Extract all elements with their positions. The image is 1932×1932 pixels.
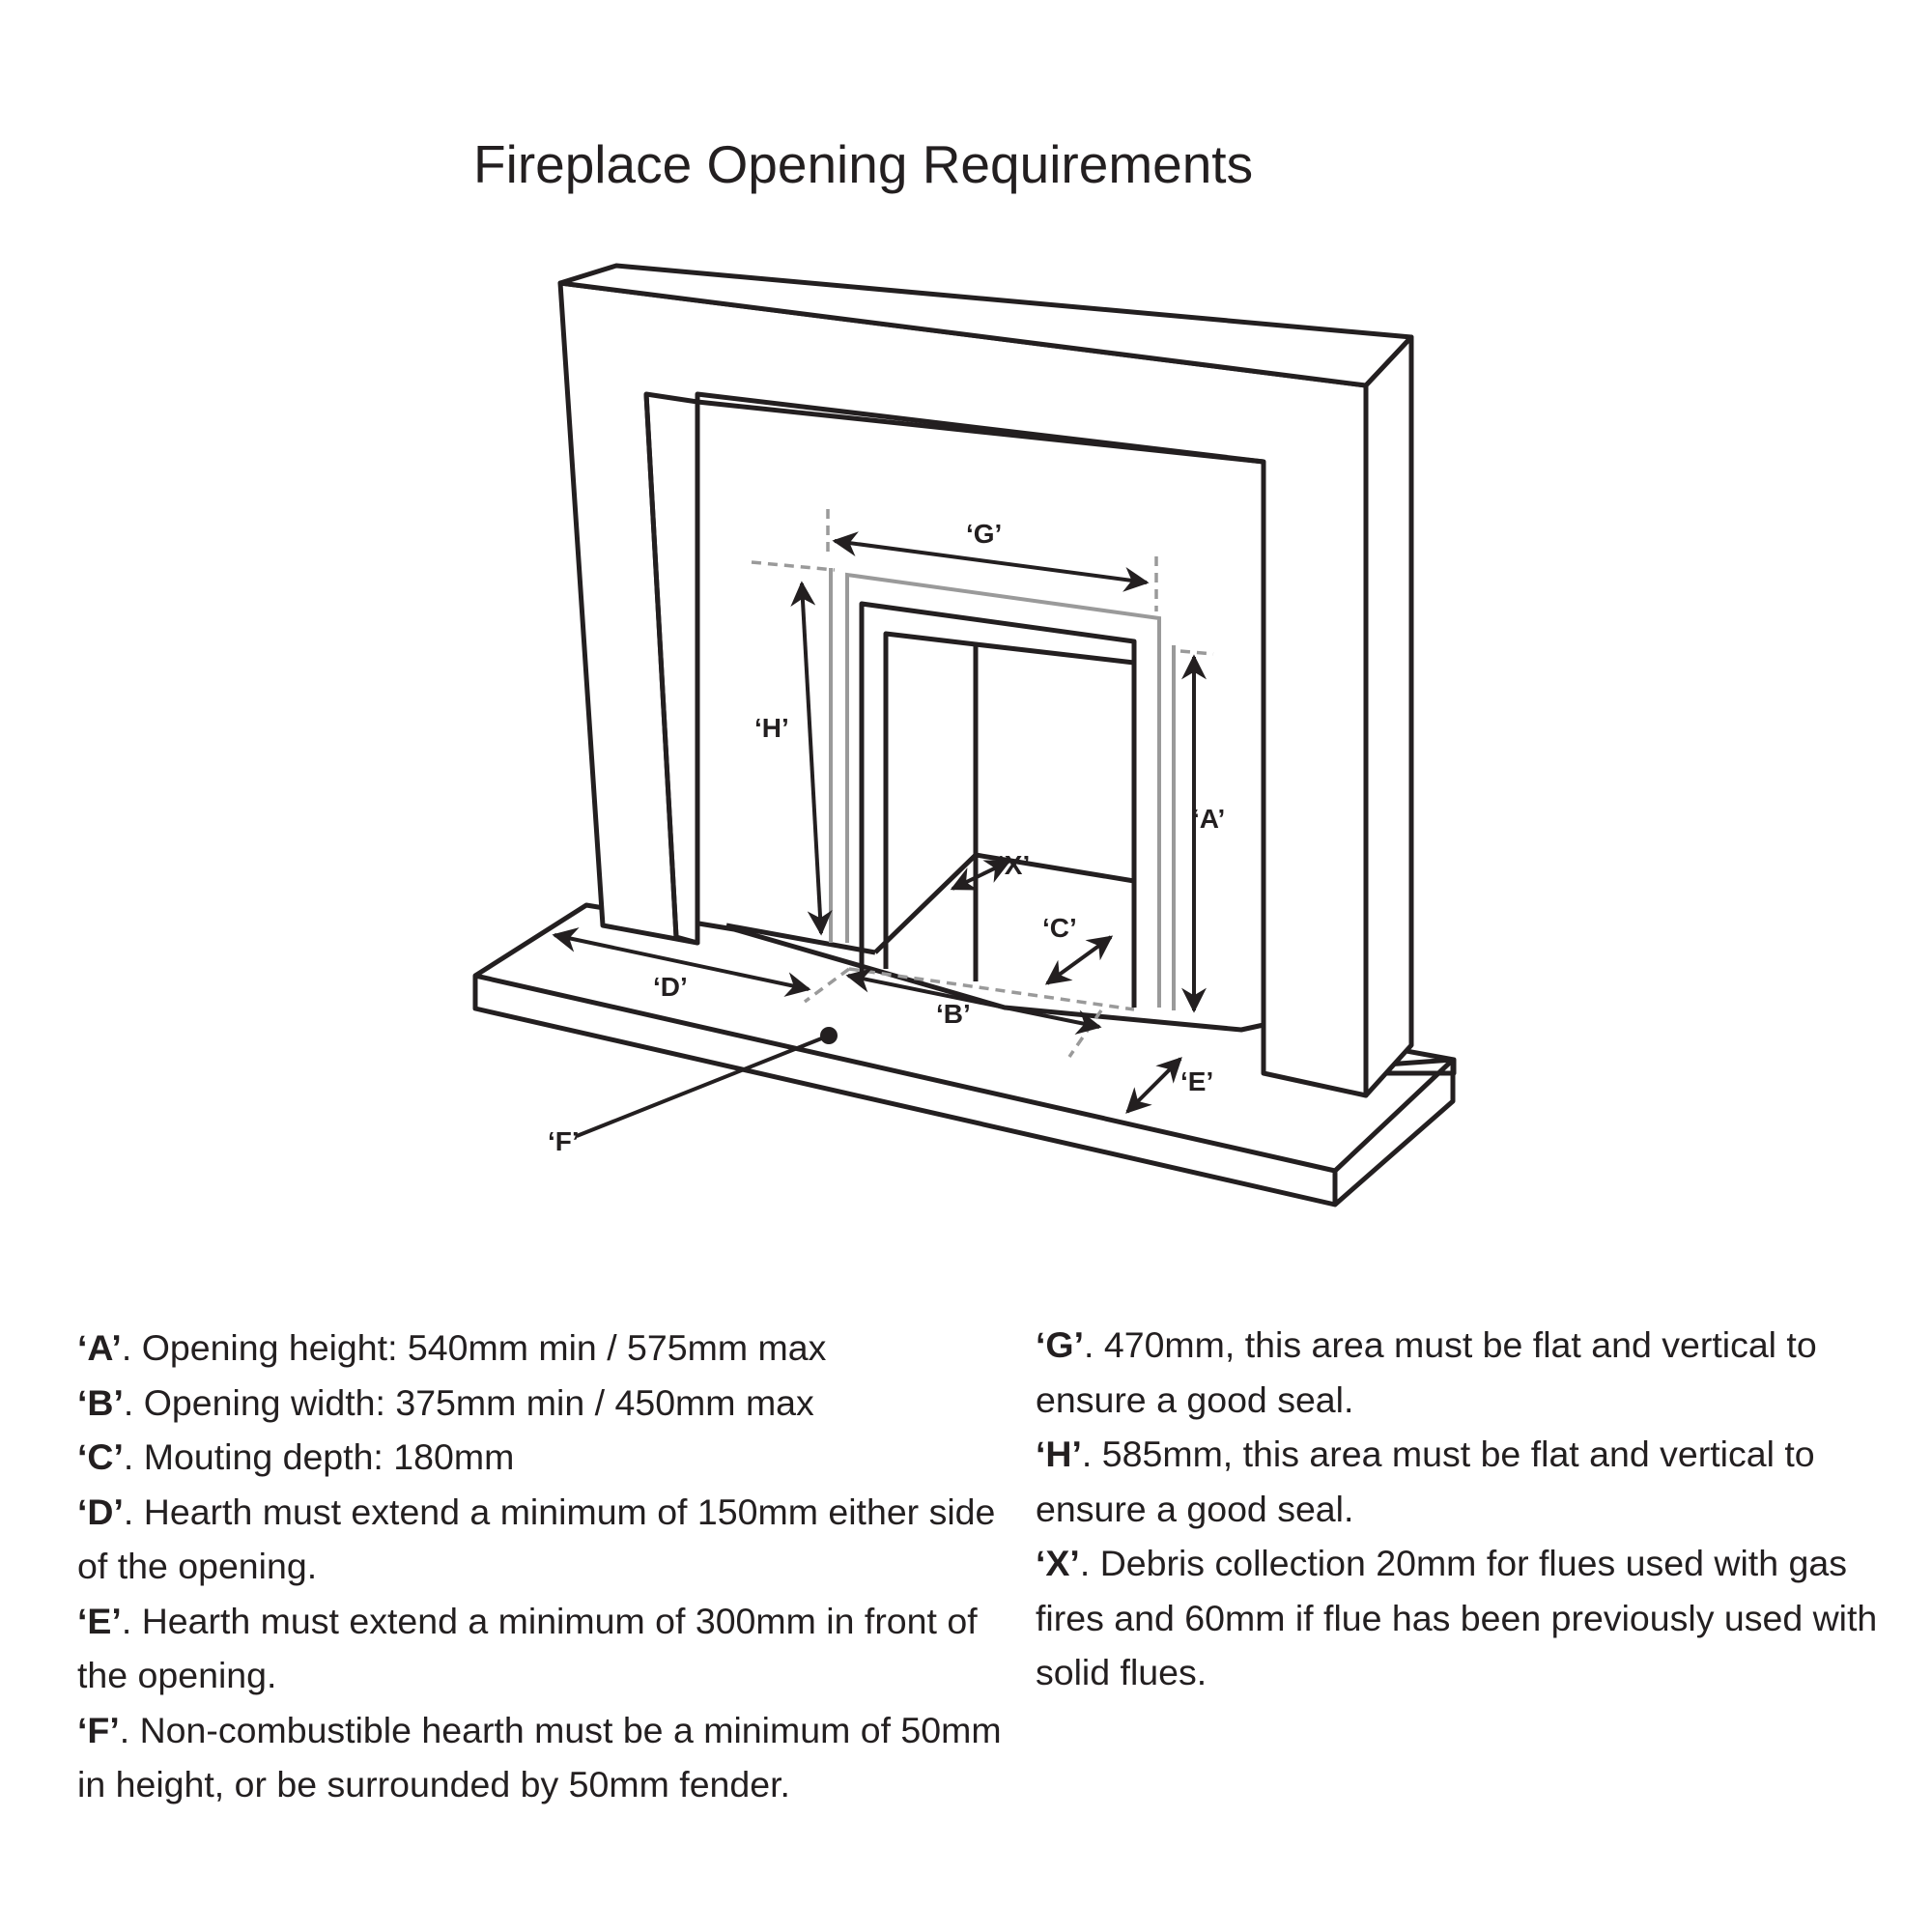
note-item: ‘D’. Hearth must extend a minimum of 150… — [77, 1485, 1005, 1594]
note-text: . 470mm, this area must be flat and vert… — [1036, 1324, 1817, 1420]
note-item: ‘C’. Mouting depth: 180mm — [77, 1430, 1005, 1485]
label-d: ‘D’ — [653, 972, 688, 1002]
arrow-c — [1044, 935, 1114, 985]
notes-right-column: ‘G’. 470mm, this area must be flat and v… — [1036, 1318, 1905, 1700]
note-item: ‘X’. Debris collection 20mm for flues us… — [1036, 1536, 1905, 1700]
arrow-g — [832, 531, 1150, 592]
arrow-e — [1125, 1057, 1182, 1114]
note-text: . 585mm, this area must be flat and vert… — [1036, 1434, 1815, 1529]
page-title: Fireplace Opening Requirements — [473, 134, 1254, 194]
note-text: . Opening width: 375mm min / 450mm max — [123, 1381, 814, 1423]
note-key: ‘E’ — [77, 1600, 122, 1641]
label-f: ‘F’ — [548, 1126, 580, 1156]
note-key: ‘B’ — [77, 1381, 124, 1423]
arrow-x — [950, 860, 1011, 891]
note-key: ‘H’ — [1036, 1434, 1082, 1474]
label-g: ‘G’ — [966, 519, 1002, 549]
note-item: ‘A’. Opening height: 540mm min / 575mm m… — [77, 1321, 1005, 1376]
leader-f — [576, 1034, 830, 1138]
dimension-arrows — [552, 531, 1207, 1138]
note-text: . Mouting depth: 180mm — [123, 1436, 515, 1477]
hearth-point-f — [820, 1027, 838, 1044]
arrow-h — [790, 581, 833, 936]
note-key: ‘G’ — [1036, 1324, 1085, 1365]
note-key: ‘X’ — [1036, 1543, 1080, 1583]
arrow-b — [845, 967, 1102, 1036]
note-key: ‘D’ — [77, 1491, 124, 1532]
mantel-frame — [557, 263, 1414, 1098]
label-x: ‘X’ — [997, 850, 1030, 880]
arrow-d — [552, 927, 811, 997]
notes-left-column: ‘A’. Opening height: 540mm min / 575mm m… — [77, 1321, 1005, 1812]
label-b: ‘B’ — [936, 999, 971, 1029]
note-key: ‘C’ — [77, 1436, 124, 1477]
note-item: ‘E’. Hearth must extend a minimum of 300… — [77, 1594, 1005, 1703]
label-c: ‘C’ — [1042, 913, 1077, 943]
note-text: . Debris collection 20mm for flues used … — [1036, 1543, 1878, 1692]
note-item: ‘H’. 585mm, this area must be flat and v… — [1036, 1427, 1905, 1536]
note-text: . Opening height: 540mm min / 575mm max — [121, 1327, 827, 1368]
note-key: ‘A’ — [77, 1327, 122, 1368]
note-text: . Hearth must extend a minimum of 300mm … — [77, 1600, 978, 1696]
label-e: ‘E’ — [1180, 1066, 1213, 1096]
label-h: ‘H’ — [754, 713, 789, 743]
note-text: . Hearth must extend a minimum of 150mm … — [77, 1491, 996, 1587]
note-text: . Non-combustible hearth must be a minim… — [77, 1709, 1002, 1805]
note-key: ‘F’ — [77, 1709, 120, 1750]
note-item: ‘G’. 470mm, this area must be flat and v… — [1036, 1318, 1905, 1427]
note-item: ‘B’. Opening width: 375mm min / 450mm ma… — [77, 1376, 1005, 1431]
label-a: ‘A’ — [1192, 804, 1225, 834]
note-item: ‘F’. Non-combustible hearth must be a mi… — [77, 1703, 1005, 1812]
